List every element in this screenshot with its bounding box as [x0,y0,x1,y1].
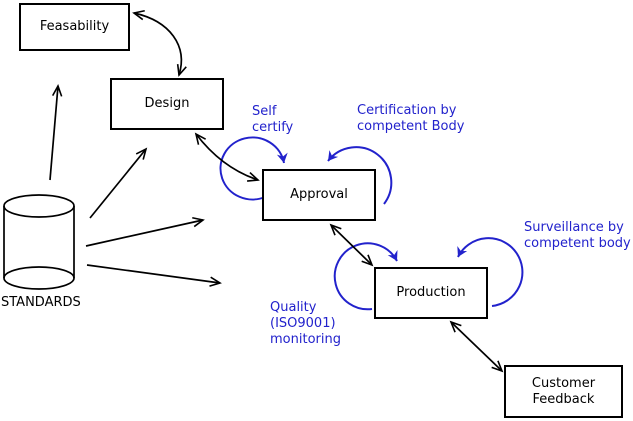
node-design-label: Design [144,96,190,111]
annotation-surveillance: Surveillance by competent body [524,220,631,251]
node-feasability-label: Feasability [39,19,110,34]
arrow-approval-production [329,223,374,267]
arrow-feasability-design [132,9,187,77]
arrow-design-approval [194,132,260,182]
node-production-label: Production [396,285,466,300]
node-customer-feedback-label: Customer Feedback [531,375,596,407]
standards-label: STANDARDS [1,295,81,310]
annotation-certification: Certification by competent Body [357,103,465,134]
arrow-standards-to-approval [85,216,205,247]
node-customer-feedback: Customer Feedback [504,365,623,418]
arrow-standards-to-feasability [49,84,63,181]
annotation-self-certify: Self certify [252,104,294,135]
arrow-standards-to-design [89,147,148,219]
annotation-quality-monitoring: Quality (ISO9001) monitoring [270,300,341,347]
node-design: Design [110,78,224,130]
arrow-production-customer-feedback [449,320,504,373]
node-feasability: Feasability [19,3,130,51]
node-approval-label: Approval [290,187,348,202]
node-approval: Approval [262,169,376,221]
standards-cylinder-icon [3,194,75,290]
node-production: Production [374,267,488,319]
arrow-standards-to-production [86,264,222,287]
